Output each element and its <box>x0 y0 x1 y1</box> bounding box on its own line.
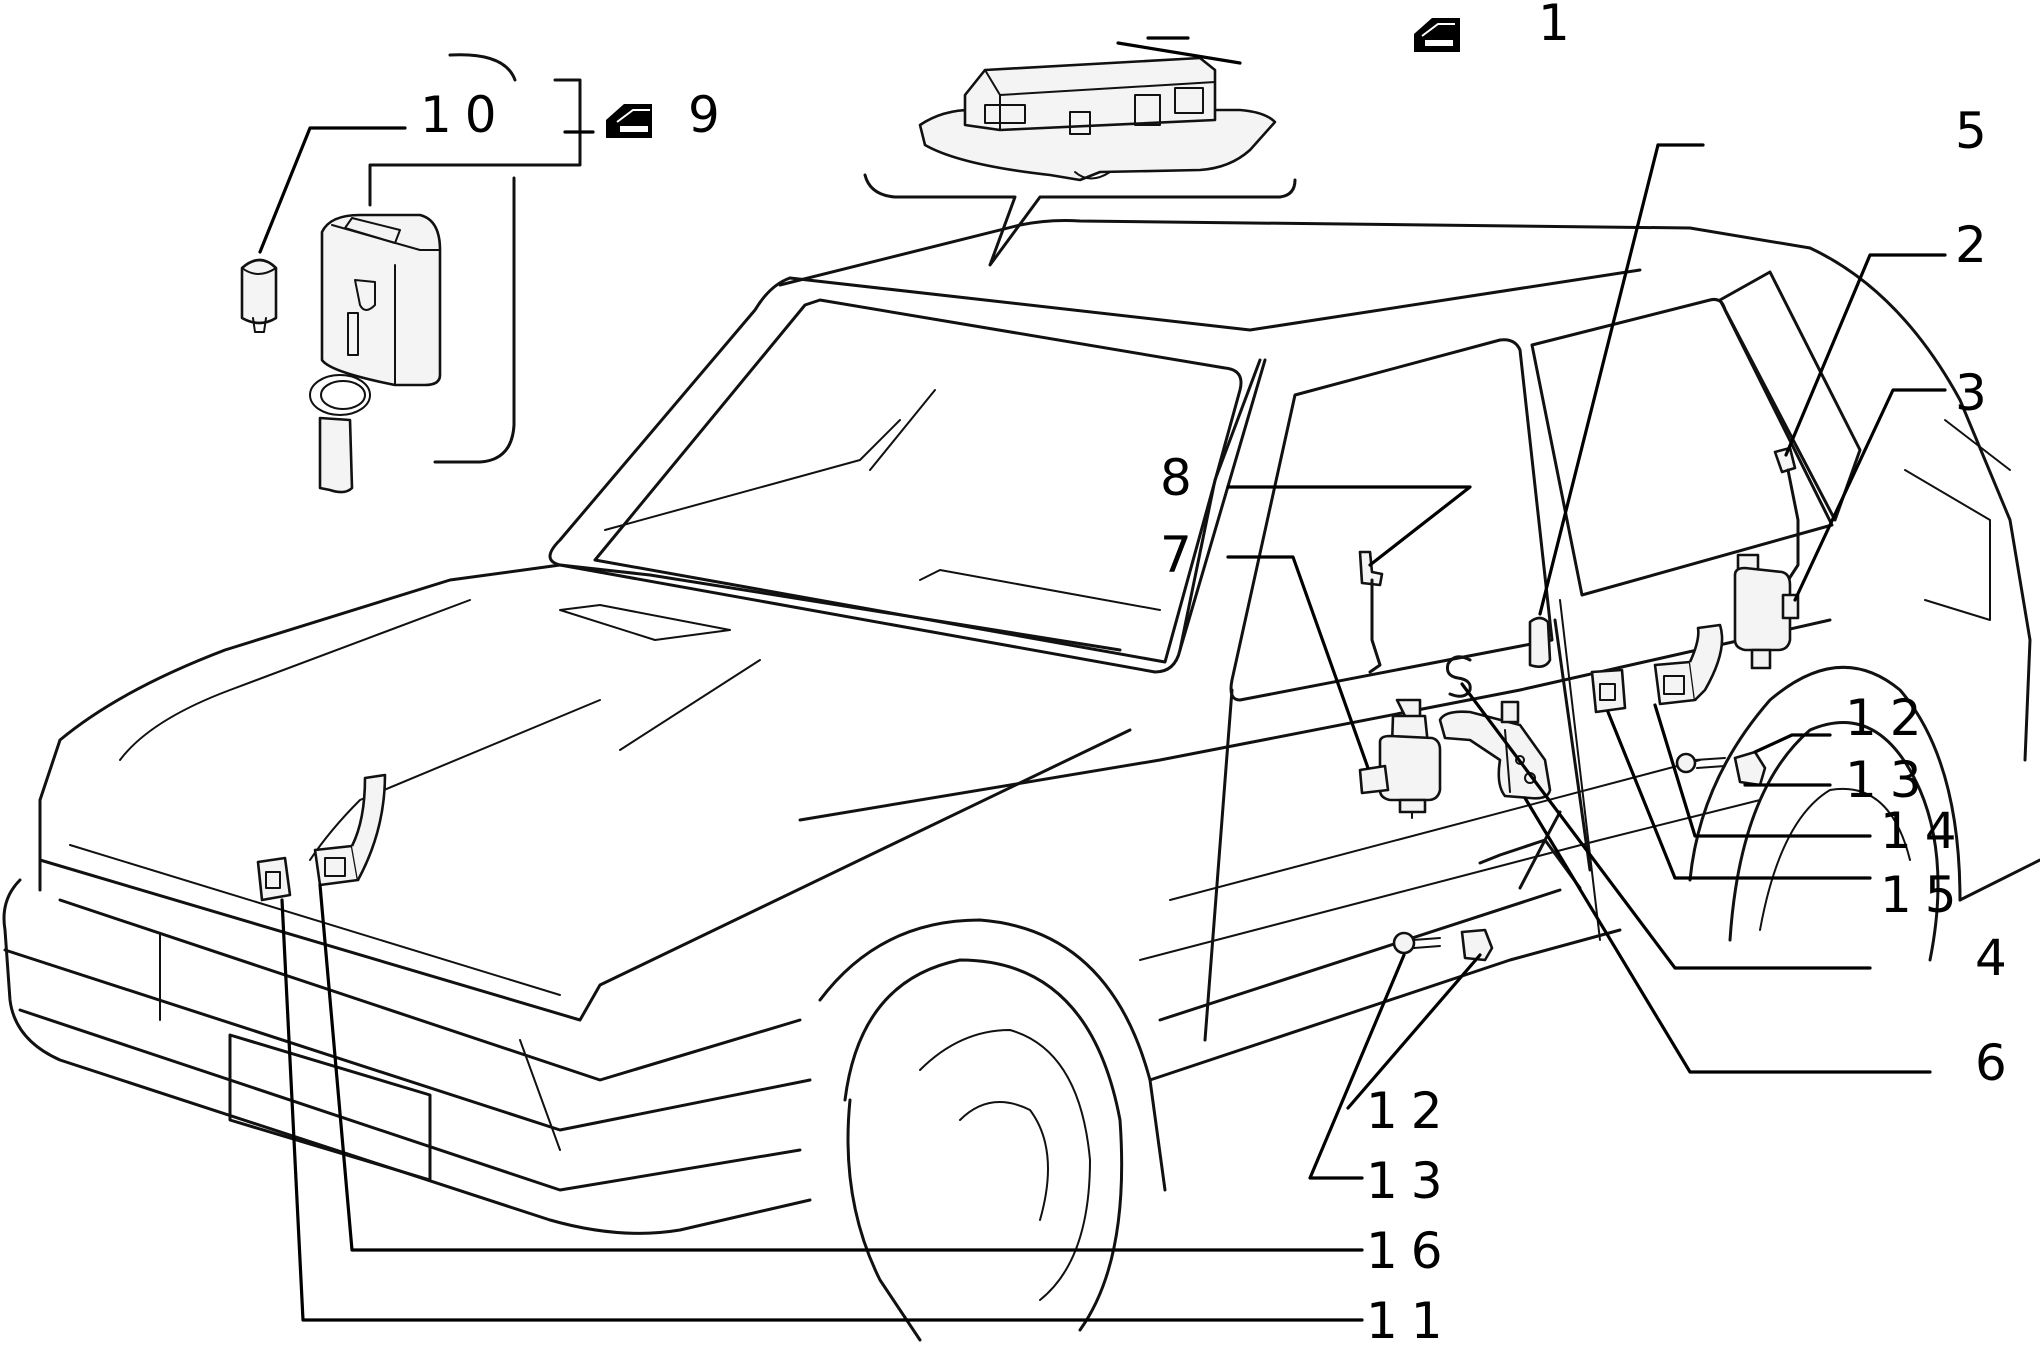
callout-1: 1 <box>1538 0 1583 52</box>
callout-13-right: 13 <box>1845 751 1935 809</box>
lock-rod-front <box>1358 550 1384 674</box>
callout-12-bottom: 12 <box>1366 1082 1456 1140</box>
callout-10: 10 <box>420 86 510 144</box>
callout-11: 11 <box>1366 1292 1456 1350</box>
front-connector-pair <box>256 773 387 902</box>
door-pad <box>1528 616 1552 668</box>
roof-control-unit <box>918 56 1277 182</box>
door-lock-actuator-front <box>1358 698 1442 819</box>
callout-14: 14 <box>1880 802 1970 860</box>
part-group-icon <box>606 104 652 138</box>
rear-rod <box>1773 446 1800 587</box>
key-transmitter-group <box>240 53 582 494</box>
roof-unit-bracket <box>863 173 1297 267</box>
callout-4: 4 <box>1975 929 2020 987</box>
callout-3: 3 <box>1955 364 2000 422</box>
callout-13-bottom: 13 <box>1366 1152 1456 1210</box>
callout-2: 2 <box>1955 216 2000 274</box>
callout-6: 6 <box>1975 1034 2020 1092</box>
callout-labels: 1 9 10 5 2 3 8 7 12 13 14 15 4 6 12 13 1… <box>420 0 2020 1350</box>
part-group-icon <box>1414 18 1460 52</box>
callout-5: 5 <box>1955 102 2000 160</box>
s-clip <box>1446 655 1472 698</box>
rear-screw-and-nut <box>1675 750 1767 787</box>
callout-16: 16 <box>1366 1222 1456 1280</box>
callout-7: 7 <box>1160 526 1205 584</box>
callout-8: 8 <box>1160 449 1205 507</box>
door-lock-actuator-rear <box>1733 553 1800 670</box>
callout-12-right: 12 <box>1845 689 1935 747</box>
car-outline <box>2 219 2040 1342</box>
actuator-bracket-front <box>1438 700 1552 800</box>
callout-15: 15 <box>1880 866 1970 924</box>
rear-connector-pair <box>1590 623 1724 714</box>
striker-pointer <box>1478 810 1582 890</box>
callout-9: 9 <box>688 86 733 144</box>
front-screw-and-nut <box>1392 928 1494 962</box>
leader-lines <box>258 36 1947 1322</box>
